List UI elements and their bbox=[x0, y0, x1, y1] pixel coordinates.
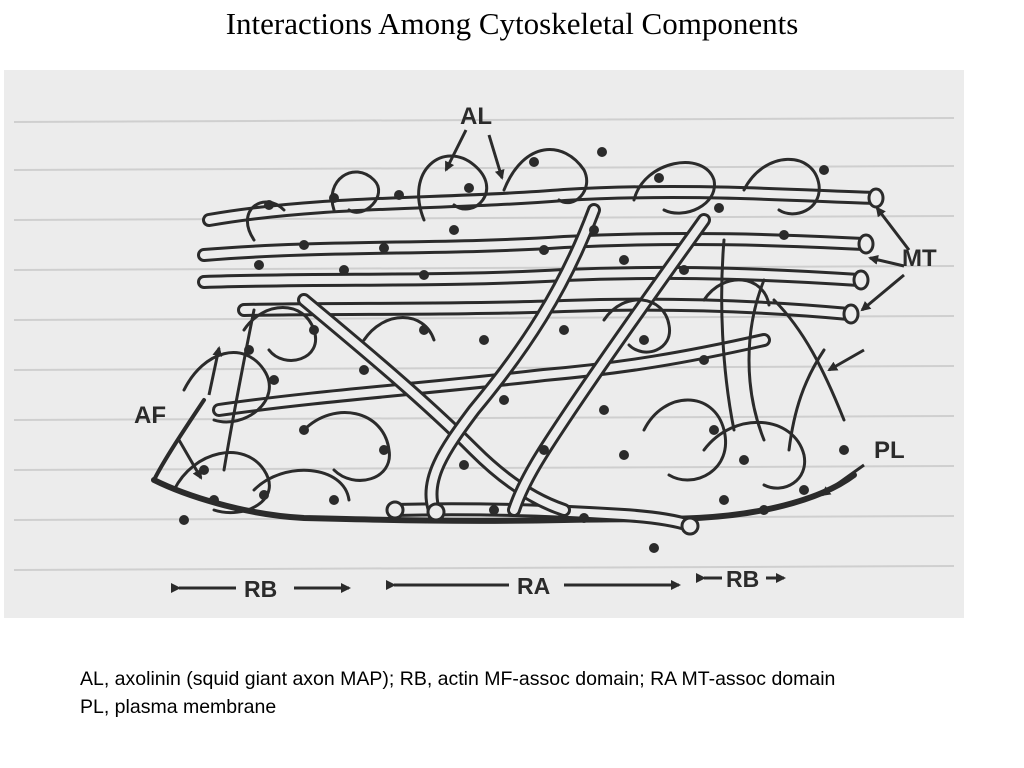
label-al: AL bbox=[460, 103, 492, 130]
associated-protein-dots bbox=[179, 147, 849, 553]
actin-filaments bbox=[172, 148, 846, 515]
caption-line-1: AL, axolinin (squid giant axon MAP); RB,… bbox=[80, 668, 836, 690]
caption-line-2: PL, plasma membrane bbox=[80, 696, 277, 718]
label-pl: PL bbox=[874, 437, 905, 464]
label-af: AF bbox=[134, 402, 166, 429]
microtubule-bundle bbox=[197, 185, 885, 536]
label-arrows bbox=[177, 129, 911, 497]
plasma-membrane bbox=[151, 398, 857, 524]
label-mt: MT bbox=[902, 245, 937, 272]
domain-arrows bbox=[171, 573, 786, 593]
cytoskeleton-diagram: AL MT AF PL RB RA RB bbox=[4, 70, 964, 618]
figure-caption: AL, axolinin (squid giant axon MAP); RB,… bbox=[80, 665, 1000, 721]
label-rb-left: RB bbox=[244, 576, 277, 602]
slide-title: Interactions Among Cytoskeletal Componen… bbox=[225, 6, 799, 41]
label-rb-right: RB bbox=[726, 566, 759, 592]
label-ra: RA bbox=[517, 573, 550, 599]
